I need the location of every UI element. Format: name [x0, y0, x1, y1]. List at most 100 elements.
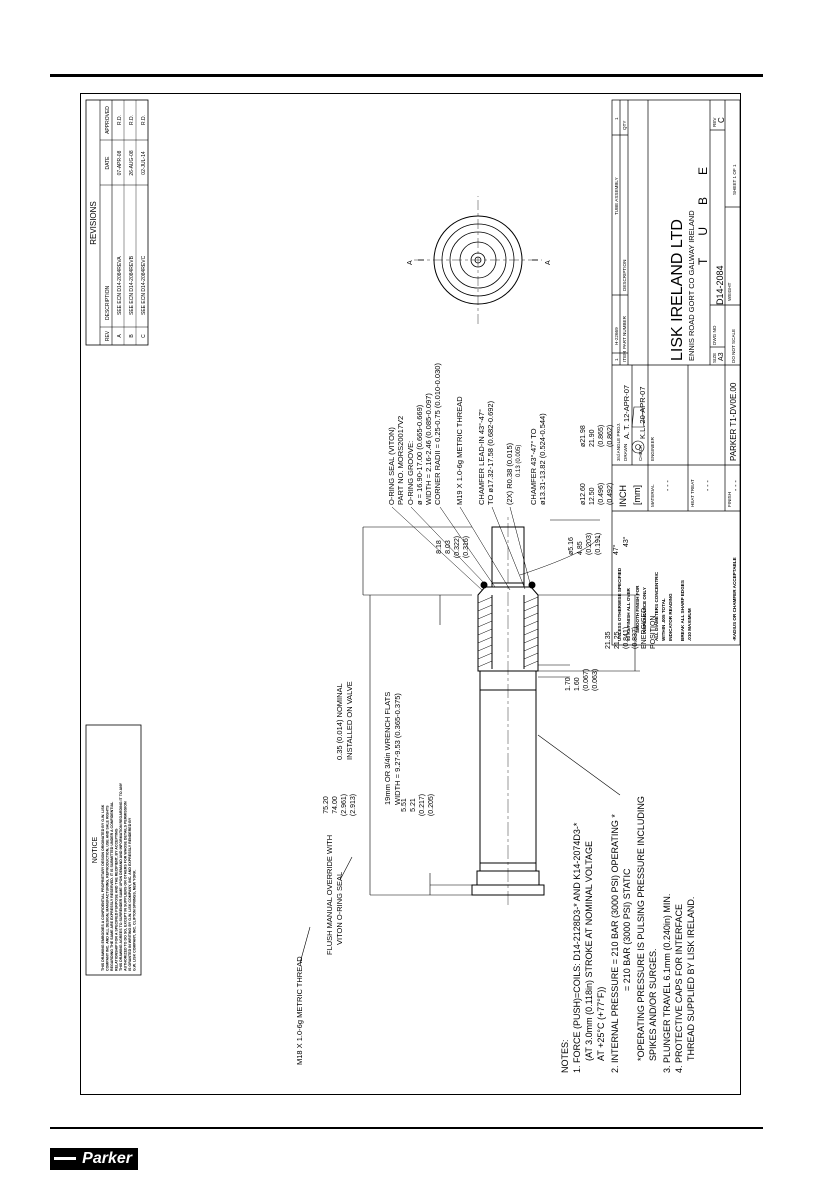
- dim-text: 5.51: [401, 798, 408, 812]
- notice-line: REGARDING THE SAME ARE EXPRESSLY RESERVE…: [110, 801, 114, 971]
- rev-cell: C: [141, 334, 147, 338]
- dim-text: POSITION: [650, 616, 657, 649]
- finish-value: - - -: [733, 479, 740, 491]
- notice-line: AUTHORIZED TO DO SO, EXCEPT IN SUPPLIERS…: [124, 801, 128, 971]
- dim-text: ø21.98: [580, 425, 587, 447]
- manual-override-label: FLUSH MANUAL OVERRIDE WITH: [325, 835, 334, 955]
- dim-text: (0.492): [607, 483, 614, 505]
- tolerance-line: WITHIN .005 TOTAL: [661, 598, 666, 641]
- tolerance-line: SMOOTH FINISH FOR: [635, 585, 640, 633]
- radius-label: 0.13 (0.005): [516, 445, 522, 477]
- dim-text: 74.00: [332, 796, 339, 814]
- callouts-right: O-RING SEAL (VITON) PART NO. MORS20017V2…: [387, 363, 547, 591]
- revisions-table: REVISIONS REV DESCRIPTION DATE APPROVED …: [85, 99, 149, 346]
- parts-cell: 1: [614, 117, 619, 120]
- notice-line: RELATIONSHIP FOR A SPECIFIED PURPOSE AND…: [115, 828, 119, 971]
- heat-treat-label: HEAT TREAT: [690, 479, 695, 507]
- dim-text: (2.961): [341, 794, 348, 816]
- rev-label: REV: [712, 117, 717, 127]
- chamfer-label: ø13.31-13.82 (0.524-0.544): [538, 413, 547, 505]
- rev-value: C: [717, 117, 726, 123]
- dim-text: (0.191): [595, 533, 602, 555]
- radius-label: (2X) R0.38 (0.015): [505, 442, 514, 505]
- drawn-label: DRAWN: [623, 444, 628, 461]
- rev-cell: R.D.: [141, 115, 147, 125]
- rev-cell: SEE ECN D14-2084REVB: [129, 255, 135, 315]
- note-line: = 210 BAR (3000 PSI) STATIC: [622, 868, 632, 991]
- check-label: CHECK: [638, 444, 643, 461]
- projection-label: 3rd ANGLE PROJ.: [616, 423, 621, 461]
- dim-text: (0.841): [623, 627, 630, 649]
- drawn-value: A. T. 12-APR-07: [622, 385, 631, 439]
- note-line: (AT 3.0mm (0.118in) STROKE AT NOMINAL VO…: [584, 841, 594, 1061]
- wrench-flats-label: 19mm OR 3/4in WRENCH FLATS: [383, 692, 392, 805]
- projection-symbol-icon: [631, 406, 645, 454]
- parker-logo-text: Parker: [82, 1150, 132, 1167]
- parts-header: DESCRIPTION: [622, 260, 627, 291]
- dim-text: (0.837): [632, 627, 639, 649]
- parts-header: ITEM: [622, 351, 627, 362]
- m18-thread-label: M18 X 1.0-6g METRIC THREAD: [295, 956, 304, 1065]
- oring-seal-label: O-RING SEAL (VITON): [387, 427, 396, 505]
- top-rule: [50, 74, 763, 77]
- notice-line: THIS DRAWING EMBODIES A CONFIDENTIAL PRO…: [101, 804, 105, 971]
- tolerance-line: BREAK ALL SHARP EDGES: [680, 580, 685, 641]
- company-name: LISK IRELAND LTD: [669, 219, 686, 361]
- parts-header: PART NUMBER: [622, 315, 627, 349]
- dim-text: 21.35: [605, 631, 612, 649]
- dwg-value: D14-2084: [715, 265, 725, 305]
- check-value: K.L. 20-APR-07: [638, 386, 647, 439]
- drawing-title: TUBE: [696, 145, 710, 265]
- notice-title: NOTICE: [92, 836, 99, 863]
- material-label: MATERIAL: [650, 484, 655, 507]
- dim-text: 12.50: [589, 487, 596, 505]
- dim-text: (0.203): [586, 533, 593, 555]
- tolerance-line: 93 Ra FINISH ALL OVER: [626, 587, 631, 641]
- dim-text: (0.862): [607, 425, 614, 447]
- title-block: UNLESS OTHERWISE SPECIFIED 93 Ra FINISH …: [611, 99, 741, 646]
- revisions-title: REVISIONS: [89, 201, 98, 245]
- section-a-label: A: [545, 260, 552, 265]
- rev-cell: SEE ECN D14-2084REVA: [117, 256, 123, 315]
- dim-text: 8.18: [436, 540, 443, 554]
- rev-cell: 07-APR-08: [117, 150, 123, 175]
- dim-text: (0.316): [463, 536, 470, 558]
- size-value: A3: [718, 352, 725, 361]
- tolerance-line: -RADIUS OR CHAMFER ACCEPTABLE: [732, 557, 737, 641]
- do-not-scale: DO NOT SCALE: [731, 329, 736, 363]
- rotated-sheet: NOTICE THIS DRAWING EMBODIES A CONFIDENT…: [85, 99, 741, 1073]
- note-line: *OPERATING PRESSURE IS PULSING PRESSURE …: [636, 796, 646, 1061]
- bottom-rule: [50, 1127, 763, 1129]
- dim-text: 4.85: [577, 541, 584, 555]
- parker-logo: Parker: [50, 1148, 138, 1170]
- rev-cell: SEE ECN D14-2084REVC: [141, 255, 147, 315]
- company-address: ENNIS ROAD GORT CO GALWAY IRELAND: [687, 210, 696, 361]
- dim-text: (0.865): [598, 425, 605, 447]
- dim-text: (0.322): [454, 536, 461, 558]
- notice-line: COMPANY INC. AND ALL DESIGN, MANUFACTURI…: [106, 805, 110, 971]
- oring-groove-label: CORNER RADII = 0.25-0.75 (0.010-0.030): [433, 363, 442, 505]
- notes-heading: NOTES:: [560, 1039, 570, 1073]
- section-labels: A A: [407, 260, 552, 265]
- notice-box: NOTICE THIS DRAWING EMBODIES A CONFIDENT…: [85, 724, 142, 976]
- angle-text: 43°: [622, 536, 630, 547]
- chamfer-lead-label: CHAMFER LEAD-IN 43°-47°: [477, 409, 486, 505]
- parker-code: PARKER T1-DV0E.00: [729, 382, 738, 461]
- chamfer-label: CHAMFER 43°-47° TO: [529, 428, 538, 505]
- rev-cell: 02-JUL-14: [141, 151, 147, 175]
- dimension-lines: [362, 526, 472, 896]
- nominal-label: INSTALLED ON VALVE: [345, 681, 354, 760]
- units-inch: INCH: [618, 485, 628, 507]
- oring-groove-label: ø = 16.90-17.00 (0.665-0.669): [415, 404, 424, 505]
- dim-text: 1.70: [565, 677, 572, 691]
- tolerance-line: APPEARANCE ONLY: [642, 587, 647, 633]
- dim-text: (0.217): [419, 794, 426, 816]
- rev-cell: R.D.: [129, 115, 135, 125]
- section-a-label: A: [407, 260, 414, 265]
- finish-label: FINISH: [727, 492, 732, 507]
- units-mm: [mm]: [632, 485, 642, 505]
- notice-line: G.W. LISK COMPANY, INC. CLIFTON SPRINGS,…: [133, 870, 137, 971]
- drawing-frame: [80, 93, 741, 1095]
- size-label: SIZE: [712, 353, 717, 363]
